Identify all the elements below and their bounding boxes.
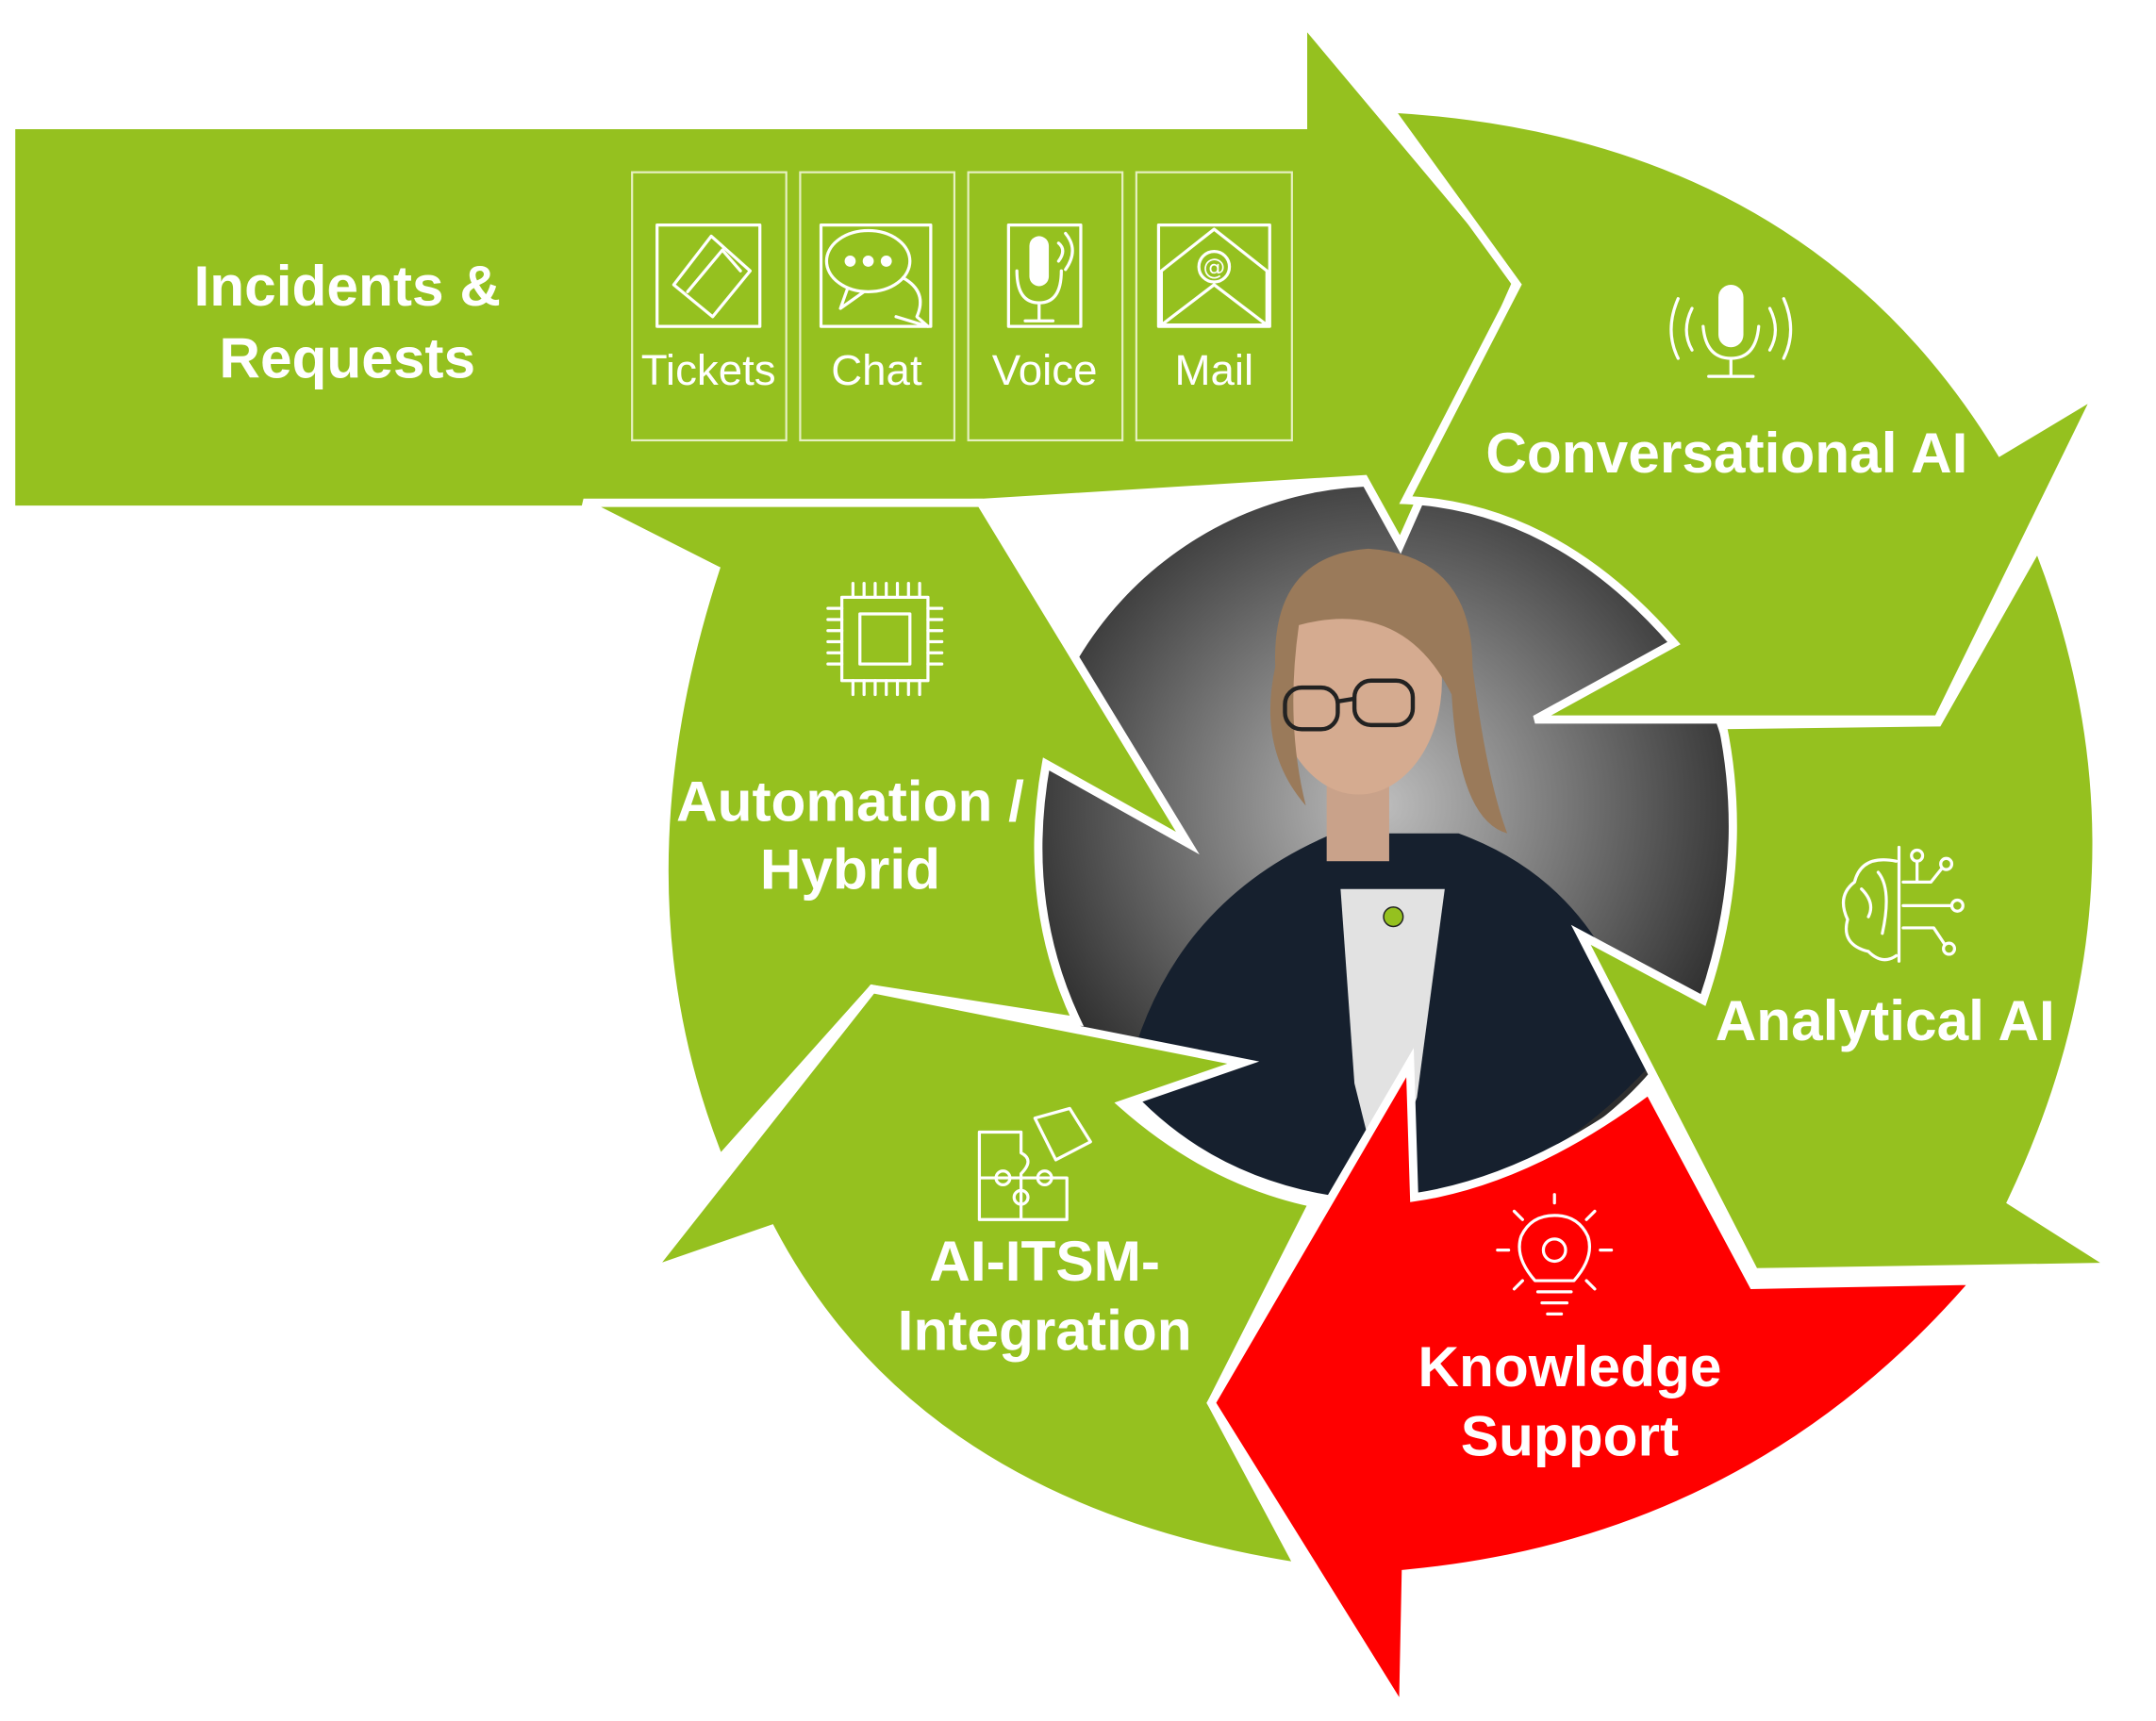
conversational-ai-label: Conversational AI	[1485, 421, 1967, 485]
analytical-ai-arrow	[1570, 536, 2129, 1277]
automation-label-line2: Hybrid	[760, 837, 940, 902]
knowledge-label-line2: Support	[1461, 1404, 1679, 1468]
intake-title-line2: Requests	[219, 326, 475, 390]
integration-arrow	[638, 984, 1319, 1573]
chat-bubbles-icon	[819, 223, 933, 328]
channel-chat[interactable]: Chat	[799, 171, 956, 442]
svg-text:@: @	[1203, 255, 1226, 281]
channel-label: Mail	[1174, 346, 1253, 394]
automation-arrow	[581, 498, 1200, 1168]
microphone-waves-icon	[1669, 284, 1793, 378]
channel-label: Chat	[831, 346, 922, 394]
avatar-hair	[1269, 548, 1508, 834]
glasses-icon	[1283, 678, 1416, 732]
brain-circuit-icon	[1841, 845, 1965, 963]
cpu-chip-icon	[826, 582, 944, 697]
envelope-at-icon: @	[1156, 223, 1271, 328]
integration-label-line1: AI-ITSM-	[929, 1229, 1160, 1293]
conversational-ai-arrow	[1380, 103, 2108, 724]
avatar-shirt	[1340, 888, 1445, 1195]
knowledge-label-line1: Knowledge	[1418, 1334, 1721, 1398]
automation-label-line1: Automation /	[676, 769, 1024, 834]
channel-mail[interactable]: @ Mail	[1135, 171, 1293, 442]
channel-voice[interactable]: Voice	[967, 171, 1124, 442]
intake-arrow	[7, 8, 1524, 554]
knowledge-support-arrow	[1206, 1048, 1985, 1721]
integration-label-line2: Integration	[898, 1299, 1192, 1363]
tickets-icon	[655, 223, 762, 328]
intake-title-line1: Incidents &	[194, 254, 501, 318]
pendant-icon	[1383, 906, 1404, 928]
center-avatar	[1027, 486, 1737, 1202]
channel-tickets[interactable]: Tickets	[631, 171, 788, 442]
analytical-ai-label: Analytical AI	[1716, 988, 2055, 1052]
channel-label: Voice	[992, 346, 1098, 394]
channel-label: Tickets	[641, 346, 776, 394]
microphone-icon	[1006, 223, 1083, 328]
puzzle-icon	[977, 1106, 1092, 1221]
lightbulb-gear-icon	[1496, 1193, 1614, 1316]
